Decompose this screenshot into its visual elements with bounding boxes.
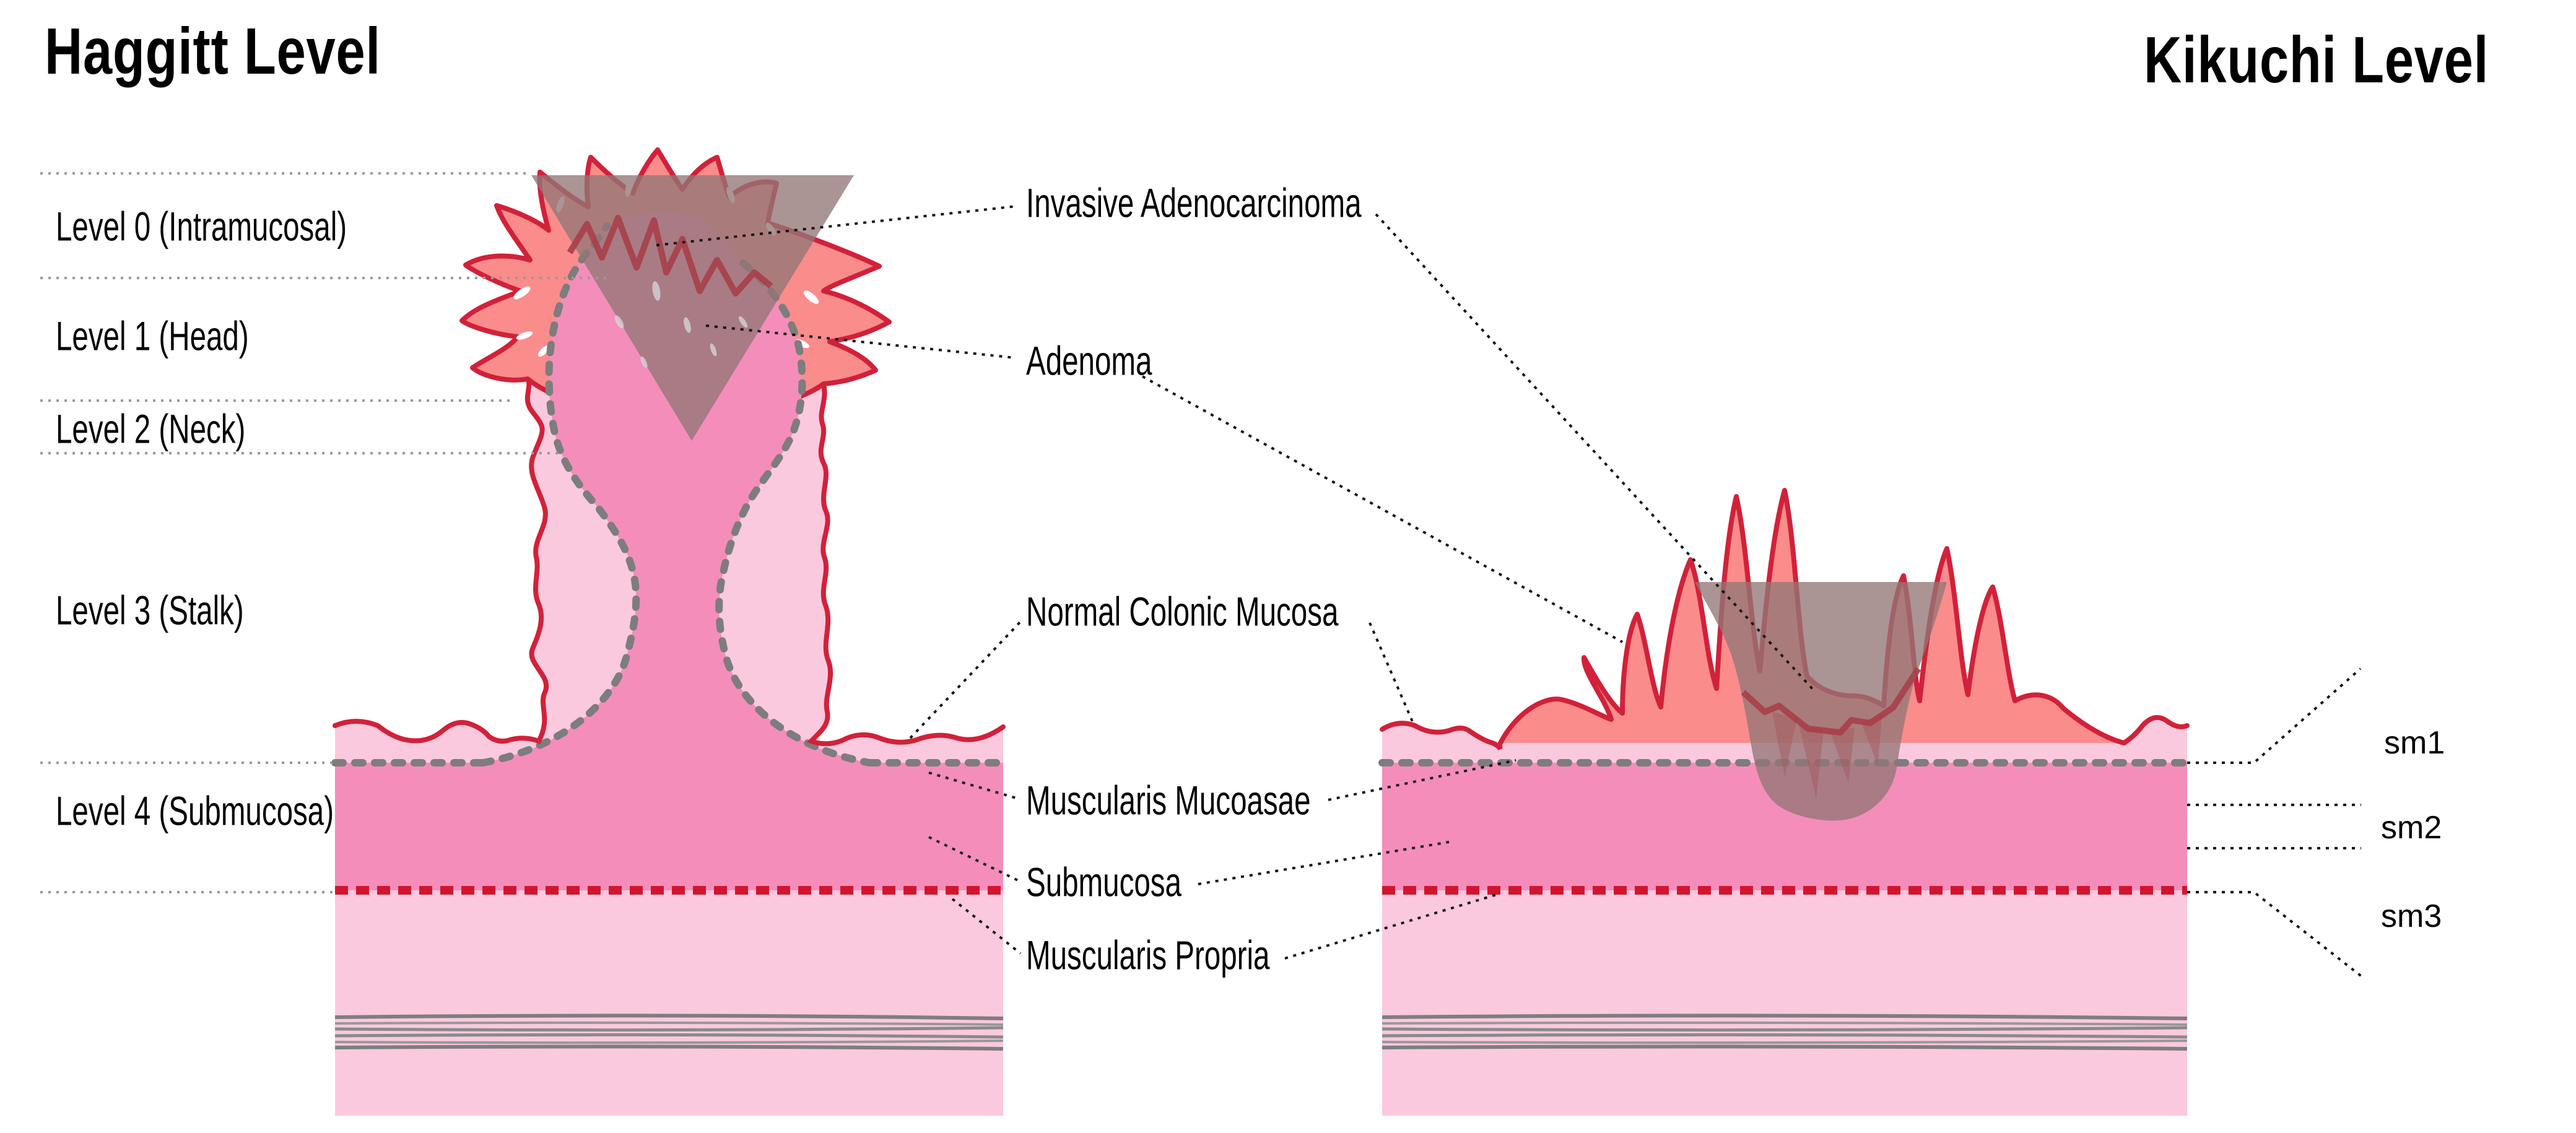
sessile-adenoma-outline: [1498, 488, 2126, 745]
kikuchi-title: Kikuchi Level: [2144, 24, 2489, 97]
muscularis-mucosae-dashed-curve-left: [479, 222, 640, 766]
leader-mm-right: [1328, 759, 1516, 801]
right-mucosa-layer: [1382, 717, 2187, 763]
left-deep-layer: [335, 890, 1003, 1116]
haggitt-level-4-label: Level 4 (Submucosa): [56, 788, 334, 834]
normal-colonic-mucosa-label: Normal Colonic Mucosa: [1026, 588, 1339, 635]
kikuchi-sm3-leader: [2187, 891, 2364, 978]
kikuchi-sm1-label: sm1: [2384, 725, 2445, 761]
haggitt-level-1-label: Level 1 (Head): [56, 313, 249, 359]
leader-lines: [656, 205, 2364, 978]
haggitt-level-0-label: Level 0 (Intramucosal): [56, 203, 347, 250]
kikuchi-sm3-label: sm3: [2381, 898, 2442, 934]
left-deep-stripes: [334, 1014, 1004, 1051]
kikuchi-sm1-leader: [2187, 667, 2362, 764]
leader-mp-right: [1284, 893, 1499, 960]
haggitt-level-3-label: Level 3 (Stalk): [56, 587, 244, 633]
muscularis-mucosae-dashed-curve-right: [715, 259, 873, 766]
kikuchi-sm2-label: sm2: [2381, 810, 2442, 846]
leader-mucosa-right: [1368, 622, 1415, 725]
carcinoma-wedge: [1695, 582, 1947, 821]
tumor-boundary-jagged-line-right: [1741, 667, 1921, 736]
tumor-gland-speckles: [614, 281, 748, 368]
leader-mucosa-left: [909, 619, 1023, 739]
right-deep-layer: [1382, 890, 2187, 1116]
submucosa-and-stalk-core: [335, 212, 1003, 890]
left-layer-lines: [331, 759, 1007, 1051]
leader-mm-left: [928, 771, 1021, 801]
right-deep-stripes: [1382, 1014, 2188, 1051]
muscularis-propria-label: Muscularis Propria: [1026, 932, 1270, 978]
left-invasive-carcinoma: [531, 175, 854, 441]
tumor-boundary-jagged-line-left: [567, 215, 773, 297]
right-surface-outline: [1380, 714, 2190, 751]
haggitt-level-separators: [40, 172, 610, 893]
leader-mp-left: [951, 898, 1022, 955]
haggitt-level-2-label: Level 2 (Neck): [56, 406, 246, 452]
adenoma-label: Adenoma: [1026, 337, 1152, 384]
submucosa-label: Submucosa: [1026, 859, 1181, 905]
right-invasive-carcinoma: [1695, 582, 1947, 821]
invasive-adenocarcinoma-label: Invasive Adenocarcinoma: [1026, 180, 1362, 226]
left-surface-outline: [333, 376, 1006, 747]
haggitt-title: Haggitt Level: [45, 15, 381, 88]
muscularis-mucosae-label: Muscularis Mucoasae: [1026, 777, 1311, 823]
carcinoma-fingers: [1772, 712, 1882, 799]
carcinoma-triangle: [531, 175, 854, 441]
left-submucosa-core: [335, 212, 1003, 890]
